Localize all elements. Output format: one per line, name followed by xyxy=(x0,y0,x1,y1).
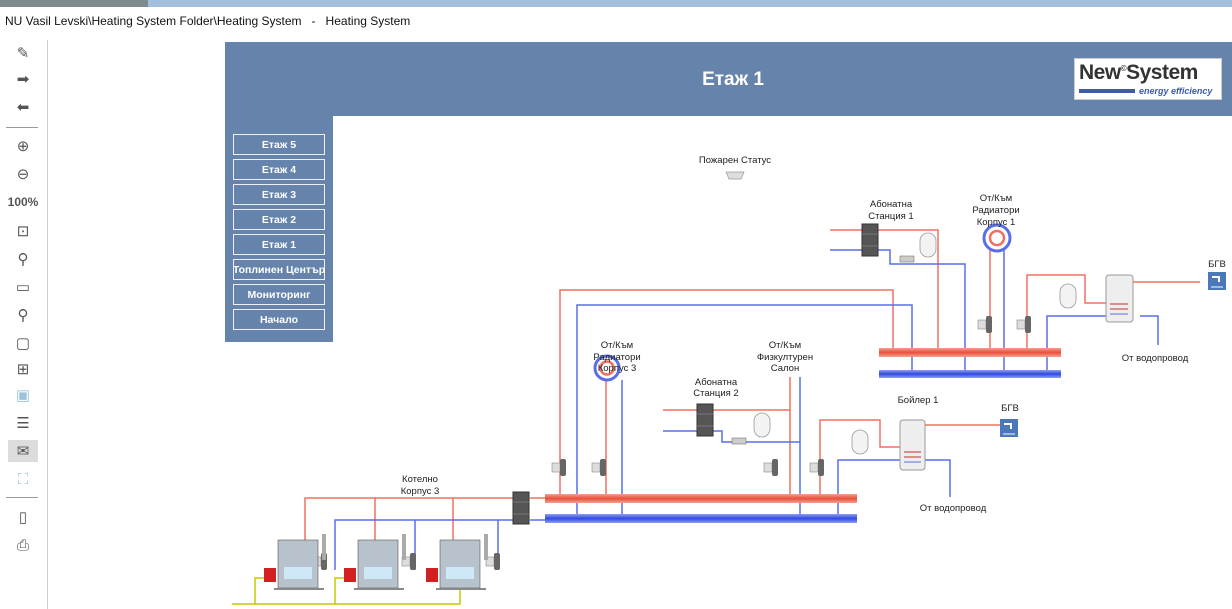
nav-floor-2[interactable]: Етаж 2 xyxy=(233,209,325,230)
radiators1-label: Корпус 1 xyxy=(977,217,1016,228)
top-strip xyxy=(0,0,1232,7)
station2-label: Абонатна xyxy=(695,377,738,388)
heat-exchanger-icon xyxy=(512,491,530,525)
gym-label: Салон xyxy=(771,363,799,374)
presentation-icon[interactable]: ⛶ xyxy=(17,470,29,488)
heat-exchanger-icon xyxy=(696,403,714,437)
water-supply-label: От водопровод xyxy=(920,503,987,514)
expansion-tank-icon xyxy=(851,429,869,455)
nav-floor-3[interactable]: Етаж 3 xyxy=(233,184,325,205)
boiler-icon[interactable] xyxy=(263,533,327,591)
nav-floor-5[interactable]: Етаж 5 xyxy=(233,134,325,155)
fire-status-label: Пожарен Статус xyxy=(699,155,771,166)
radiators1-label: От/Към xyxy=(980,193,1012,204)
left-toolbar: ✎ ➡ ⬅ ⊕ ⊖ 100% ⊡ ⚲ ▭ ⚲ ▢ ⊞ ▣ ☰ ✉ ⛶ ▯ ⎙ xyxy=(0,40,48,609)
pump-icon[interactable] xyxy=(485,552,501,571)
cold-header-upper xyxy=(879,370,1061,378)
nav-heating-center[interactable]: Топлинен Център xyxy=(233,259,325,280)
pump-icon[interactable] xyxy=(763,458,779,477)
valve-icon[interactable] xyxy=(731,437,747,445)
window-icon[interactable]: ▭ xyxy=(15,279,31,296)
comment-icon[interactable]: ✉ xyxy=(8,440,38,462)
expansion-tank-icon xyxy=(1059,283,1077,309)
fit-screen-icon[interactable]: ⊡ xyxy=(16,223,30,240)
boiler-icon[interactable] xyxy=(425,533,489,591)
station1-label: Станция 1 xyxy=(868,211,913,222)
faucet-icon[interactable] xyxy=(999,418,1019,438)
boiler-room-label: Котелно xyxy=(402,474,438,485)
arrow-left-icon[interactable]: ⬅ xyxy=(16,99,30,116)
faucet-icon[interactable] xyxy=(1207,271,1227,291)
nav-monitoring[interactable]: Мониторинг xyxy=(233,284,325,305)
gym-label: Физкултурен xyxy=(757,352,813,363)
cold-pipes xyxy=(334,249,1159,570)
magnifier-icon[interactable]: ⚲ xyxy=(17,251,29,268)
bgv-label: БГВ xyxy=(1001,403,1019,414)
nav-home[interactable]: Начало xyxy=(233,309,325,330)
hot-header-lower xyxy=(545,494,857,503)
expansion-tank-icon xyxy=(919,232,937,258)
fire-detector-icon[interactable] xyxy=(725,171,745,180)
pencil-icon[interactable]: ✎ xyxy=(16,45,30,62)
boiler1-label: Бойлер 1 xyxy=(898,395,939,406)
pump-icon[interactable] xyxy=(551,458,567,477)
pump-icon[interactable] xyxy=(977,315,993,334)
radiators1-label: Радиатори xyxy=(972,205,1019,216)
hot-header-upper xyxy=(879,348,1061,357)
radiators3-label: Радиатори xyxy=(593,352,640,363)
frame-icon[interactable]: ▢ xyxy=(15,335,31,352)
hot-pipes-upper xyxy=(304,229,1200,540)
heat-exchanger-icon xyxy=(861,223,879,257)
radiators3-label: От/Към xyxy=(601,340,633,351)
floor-nav: Етаж 5 Етаж 4 Етаж 3 Етаж 2 Етаж 1 Топли… xyxy=(225,116,333,342)
expansion-tank-icon xyxy=(753,412,771,438)
hot-water-tank-icon[interactable] xyxy=(1105,274,1134,323)
station1-label: Абонатна xyxy=(870,199,913,210)
cold-header-lower xyxy=(545,514,857,523)
station2-label: Станция 2 xyxy=(693,388,738,399)
arrow-right-icon[interactable]: ➡ xyxy=(16,71,30,88)
window-title: NU Vasil Levski\Heating System Folder\He… xyxy=(5,14,411,28)
zoom-out-icon[interactable]: ⊖ xyxy=(16,166,30,183)
print-icon[interactable]: ⎙ xyxy=(16,536,29,554)
bgv-label: БГВ xyxy=(1208,259,1226,270)
pump-icon[interactable] xyxy=(591,458,607,477)
zoom-check-icon[interactable]: ⚲ xyxy=(17,307,29,324)
zoom-100-button[interactable]: 100% xyxy=(7,195,39,209)
zoom-in-icon[interactable]: ⊕ xyxy=(16,138,30,155)
pump-icon[interactable] xyxy=(1016,315,1032,334)
boiler-icon[interactable] xyxy=(343,533,407,591)
frame-light-icon[interactable]: ▣ xyxy=(15,387,31,404)
menu-lines-icon[interactable]: ☰ xyxy=(16,415,30,432)
boiler-room-label: Корпус 3 xyxy=(401,486,440,497)
valve-icon[interactable] xyxy=(899,255,915,263)
nav-floor-4[interactable]: Етаж 4 xyxy=(233,159,325,180)
pan-icon[interactable]: ⊞ xyxy=(16,361,30,378)
radiator-1-icon[interactable] xyxy=(982,223,1012,253)
boiler-1-tank-icon[interactable] xyxy=(899,419,926,471)
page-icon[interactable]: ▯ xyxy=(18,509,28,526)
radiators3-label: Корпус 3 xyxy=(598,363,637,374)
radiator-3-icon[interactable] xyxy=(593,354,621,382)
nav-floor-1[interactable]: Етаж 1 xyxy=(233,234,325,255)
gym-label: От/Към xyxy=(769,340,801,351)
pump-icon[interactable] xyxy=(809,458,825,477)
water-supply-label: От водопровод xyxy=(1122,353,1189,364)
page-title: Етаж 1 xyxy=(702,69,764,90)
